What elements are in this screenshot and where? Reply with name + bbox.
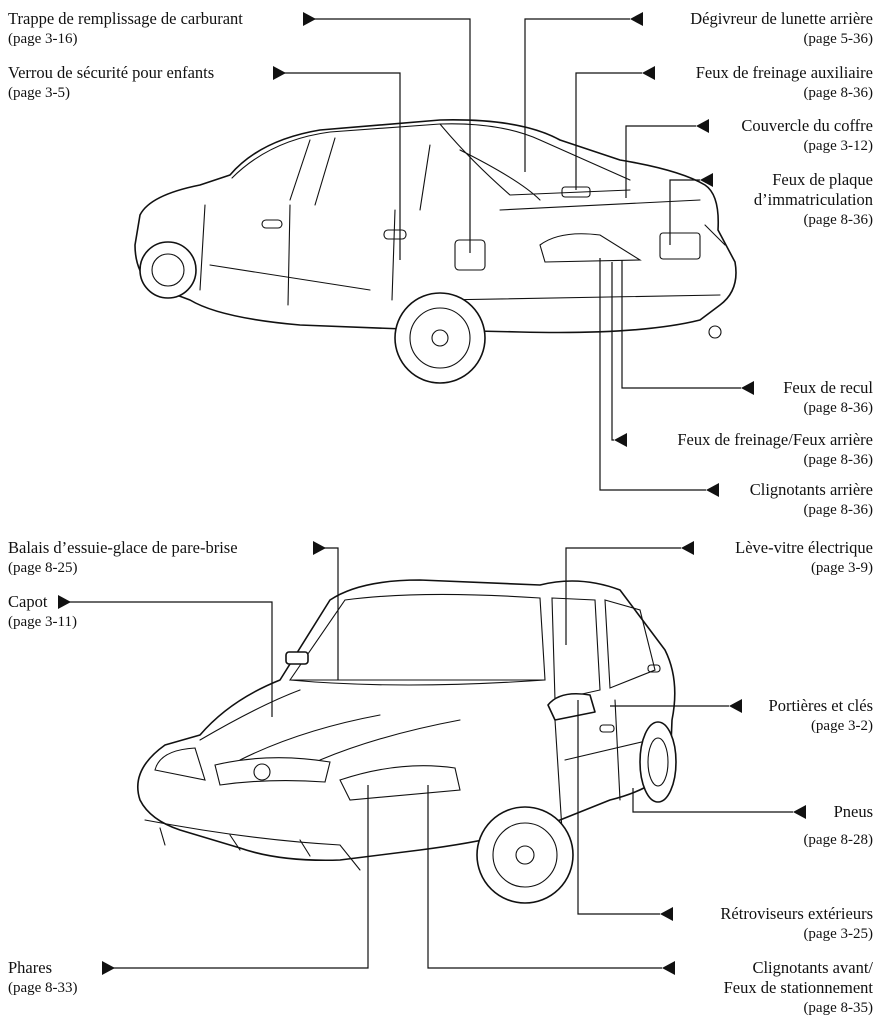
pointer-left-icon [660,907,673,921]
pointer-right-icon [273,66,286,80]
label-page: (page 8-36) [803,400,873,416]
label-name: Feux de recul [783,378,873,397]
pointer-right-icon [313,541,326,555]
pointer-left-icon [681,541,694,555]
label-page: (page 8-36) [803,212,873,228]
leader-lines-bottom [58,541,806,975]
label-doors-keys: Portières et clés (page 3-2) [769,696,873,736]
label-name: Clignotants arrière [749,480,873,499]
label-page: (page 3-5) [8,85,71,101]
label-reverse-lights: Feux de recul (page 8-36) [783,378,873,418]
pointer-left-icon [642,66,655,80]
label-name-2: d’immatriculation [753,190,873,209]
front-view-car [136,579,677,904]
label-page: (page 3-16) [8,31,78,47]
label-aux-brake: Feux de freinage auxiliaire (page 8-36) [696,63,873,103]
label-name: Couvercle du coffre [741,116,873,135]
label-page: (page 8-36) [803,502,873,518]
pointer-left-icon [793,805,806,819]
label-name: Rétroviseurs extérieurs [720,904,873,923]
label-name: Feux de freinage auxiliaire [695,63,873,82]
label-page: (page 8-36) [803,85,873,101]
label-name: Verrou de sécurité pour enfants [8,63,215,82]
label-page: (page 3-2) [810,718,873,734]
pointer-right-icon [58,595,71,609]
label-page: (page 8-28) [803,832,873,848]
label-name: Portières et clés [768,696,873,715]
label-page: (page 3-9) [810,560,873,576]
pointer-left-icon [614,433,627,447]
label-name: Lève-vitre électrique [735,538,873,557]
label-page: (page 3-25) [803,926,873,942]
label-page: (page 8-25) [8,560,78,576]
label-trunk-lid: Couvercle du coffre (page 3-12) [741,116,873,156]
label-name: Pneus [833,802,873,821]
label-rear-defroster: Dégivreur de lunette arrière (page 5-36) [690,9,873,49]
label-hood: Capot (page 3-11) [8,592,77,632]
label-name: Phares [8,958,52,977]
label-page: (page 5-36) [803,31,873,47]
label-page: (page 8-33) [8,980,78,996]
label-name: Balais d’essuie-glace de pare-brise [8,538,238,557]
label-name: Clignotants avant/ [752,958,873,977]
pointer-left-icon [706,483,719,497]
pointer-right-icon [303,12,316,26]
label-page: (page 8-36) [803,452,873,468]
label-name: Capot [8,592,48,611]
label-child-lock: Verrou de sécurité pour enfants (page 3-… [8,63,214,103]
label-name-2: Feux de stationnement [723,978,873,997]
rear-view-car [134,119,737,384]
leader-lines-top [273,12,754,497]
label-license-plate: Feux de plaque d’immatriculation (page 8… [754,170,873,230]
label-front-turn: Clignotants avant/ Feux de stationnement… [724,958,873,1018]
label-page: (page 3-12) [803,138,873,154]
label-name: Trappe de remplissage de carburant [8,9,243,28]
pointer-left-icon [700,173,713,187]
label-page: (page 8-35) [803,1000,873,1016]
pointer-left-icon [741,381,754,395]
label-power-window: Lève-vitre électrique (page 3-9) [735,538,873,578]
label-name: Dégivreur de lunette arrière [690,9,873,28]
pointer-left-icon [729,699,742,713]
label-page: (page 3-11) [8,614,77,630]
pointer-left-icon [696,119,709,133]
label-name: Feux de plaque [772,170,873,189]
pointer-right-icon [102,961,115,975]
label-rear-turn: Clignotants arrière (page 8-36) [750,480,873,520]
pointer-left-icon [662,961,675,975]
label-fuel-door: Trappe de remplissage de carburant (page… [8,9,243,49]
label-tires: Pneus (page 8-28) [803,802,873,850]
label-name: Feux de freinage/Feux arrière [677,430,873,449]
label-mirrors: Rétroviseurs extérieurs (page 3-25) [720,904,873,944]
label-wiper: Balais d’essuie-glace de pare-brise (pag… [8,538,238,578]
pointer-left-icon [630,12,643,26]
label-brake-tail: Feux de freinage/Feux arrière (page 8-36… [677,430,873,470]
label-headlights: Phares (page 8-33) [8,958,78,998]
